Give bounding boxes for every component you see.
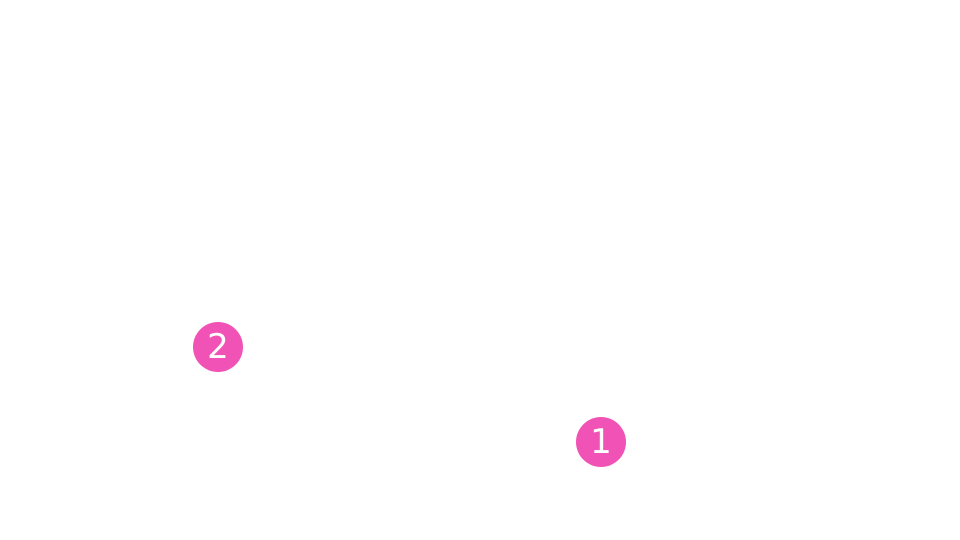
step-marker-1[interactable]: 1 — [576, 417, 626, 467]
step-marker-2[interactable]: 2 — [193, 322, 243, 372]
